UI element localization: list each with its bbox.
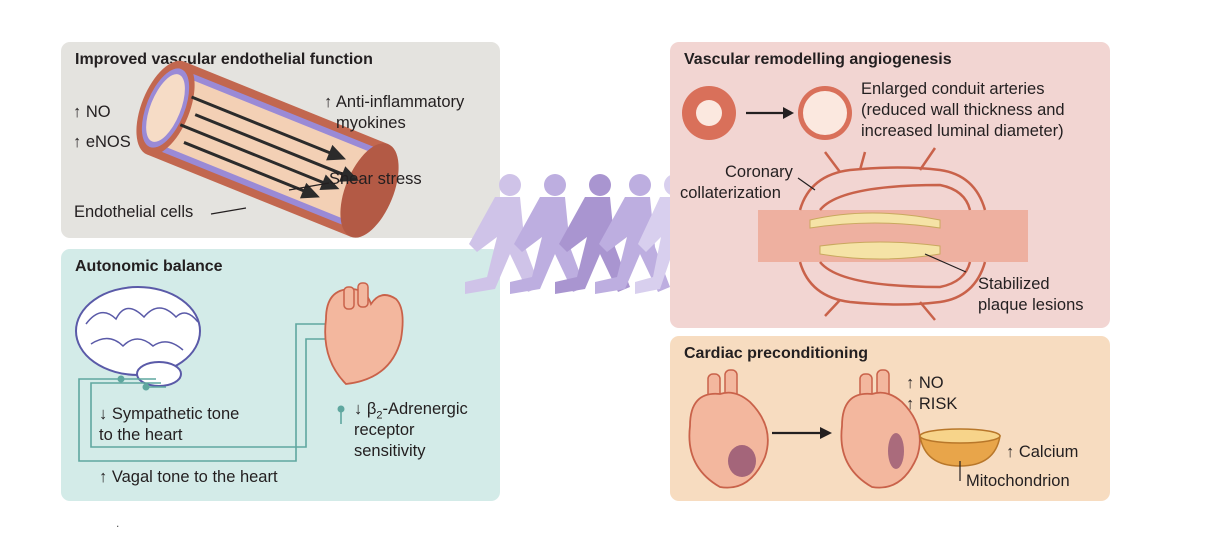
cardiac-panel-title: Cardiac preconditioning [684,345,869,362]
no-label: ↑ NO [73,103,111,121]
plaque-leader-line [924,253,967,273]
shear-stress-label: Shear stress [329,170,422,188]
runner-icon [510,174,585,294]
remodelling-illustration [682,86,1028,321]
blood-vessel-illustration [136,60,399,238]
runner-icon [555,174,630,294]
beta-adrenergic-label: ↓ β2-Adrenergic [354,400,468,422]
cardiac-no-label: ↑ NO [906,374,944,392]
sympathetic-tone-label: ↓ Sympathetic tone [99,405,240,423]
nerve-node [142,383,150,391]
calcium-label: ↑ Calcium [1006,443,1079,461]
brain-icon [75,286,201,387]
enlarged-arteries-label: Enlarged conduit arteries [861,80,1045,98]
antiinflammatory-label: ↑ Anti-inflammatory [324,93,465,111]
coronary-label: Coronary [725,163,793,181]
plaque-lesions-label: plaque lesions [978,296,1084,314]
remodel-panel-title: Vascular remodelling angiogenesis [684,51,952,68]
endothelial-leader-line [210,207,247,215]
collateral-vessels [798,147,987,321]
footer-mark: . [116,516,120,530]
brain-heart-illustration [75,282,404,462]
risk-label: ↑ RISK [906,395,958,413]
vagal-tone-label: ↑ Vagal tone to the heart [99,468,278,486]
nerve-node [337,405,345,413]
mitochondrion-label: Mitochondrion [966,472,1070,490]
vessel-end [340,143,399,238]
heart-after-icon [840,369,921,489]
enlarged-arteries-label-2: (reduced wall thickness and [861,101,1065,119]
vascular-panel-title: Improved vascular endothelial function [75,51,373,68]
sympathetic-tone-label-2: to the heart [99,426,183,444]
shear-flow-arrows [179,95,359,199]
stabilized-label: Stabilized [978,275,1050,293]
vascular-remodelling-panel: Vascular remodelling angiogenesis Enlarg… [670,42,1110,328]
runners-illustration [465,174,699,294]
endothelial-cells-label: Endothelial cells [74,203,194,221]
autonomic-panel-title: Autonomic balance [75,258,223,275]
autonomic-balance-panel: Autonomic balance ↓ Sympathetic tone to … [61,249,500,501]
sensitivity-label: sensitivity [354,442,426,460]
plaque-lesion [809,212,941,229]
cardiac-illustration [688,369,1001,489]
enos-label: ↑ eNOS [73,133,131,151]
vascular-endothelial-panel: Improved vascular endothelial function ↑… [61,42,500,238]
shear-leader-line [288,182,330,191]
heart-icon [324,282,404,385]
myokines-label: myokines [336,114,406,132]
plaque-lesion [819,241,941,260]
enlarged-arteries-label-3: increased luminal diameter) [861,122,1064,140]
collaterization-label: collaterization [680,184,781,202]
mitochondrion-icon [919,428,1001,467]
runner-icon [465,174,540,294]
coronary-leader-line [797,177,816,191]
cardiac-preconditioning-panel: Cardiac preconditioning ↑ NO ↑ RISK ↑ Ca… [670,336,1110,501]
heart-before-icon [688,369,769,489]
nerve-node [117,375,125,383]
receptor-label: receptor [354,421,415,439]
